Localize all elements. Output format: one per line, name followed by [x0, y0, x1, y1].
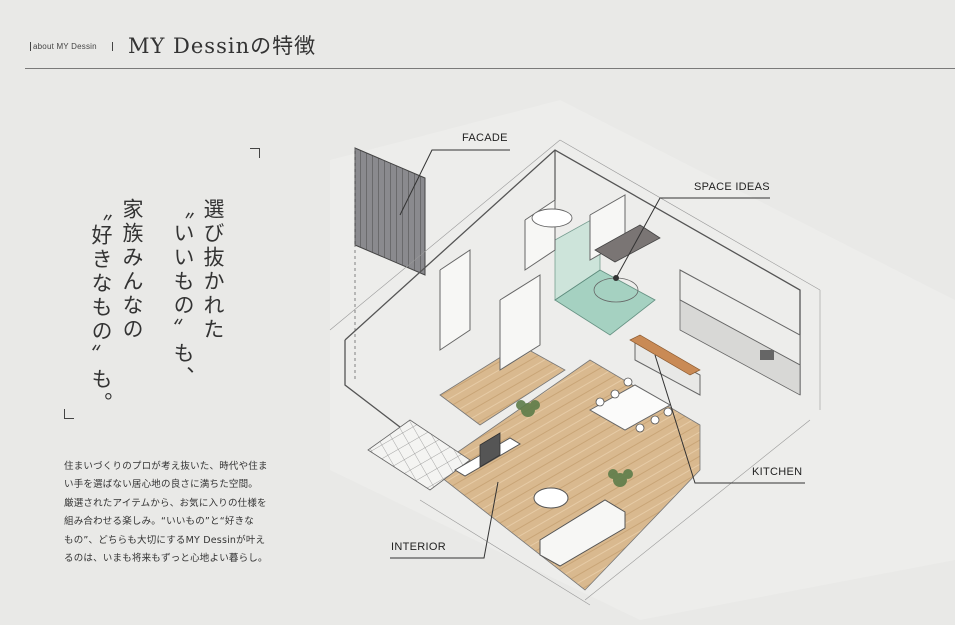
corner-bracket-top-right: [250, 148, 260, 158]
body-description: 住まいづくりのプロが考え抜いた、時代や住ま い手を選ばない居心地の良さに満ちた空…: [64, 458, 269, 568]
label-space-ideas: SPACE IDEAS: [694, 181, 770, 193]
house-sketch: [329, 100, 955, 620]
catchcopy-line-4: 〝好きなもの〟も。: [89, 200, 113, 416]
body-line: 厳選されたアイテムから、お気に入りの仕様を: [64, 497, 267, 509]
body-line: 住まいづくりのプロが考え抜いた、時代や住ま: [64, 461, 268, 472]
subtitle-bar-left: [30, 42, 31, 51]
header-divider: [25, 68, 955, 69]
catchcopy-line-1: 選び抜かれた: [201, 198, 225, 342]
isometric-house-illustration: FACADE SPACE IDEAS KITCHEN INTERIOR: [287, 95, 955, 620]
corner-bracket-bottom-left: [64, 409, 74, 419]
label-interior: INTERIOR: [391, 541, 446, 553]
label-facade: FACADE: [462, 132, 508, 144]
body-line: るのは、いまも将来もずっと心地よい暮らし。: [64, 553, 268, 565]
label-kitchen: KITCHEN: [752, 466, 803, 478]
page-header: about MY Dessin MY Dessinの特徴: [0, 0, 955, 72]
subtitle-bar-right: [112, 42, 113, 51]
page-title: MY Dessinの特徴: [128, 34, 317, 58]
body-line: 組み合わせる楽しみ。“いいもの”と“好きな: [64, 516, 254, 528]
body-line: い手を選ばない居心地の良さに満ちた空間。: [64, 479, 259, 491]
section-subtitle: about MY Dessin: [33, 42, 97, 51]
body-line: もの”、どちらも大切にするMY Dessinが叶え: [64, 534, 266, 546]
catchcopy-line-3: 家族みんなの: [120, 198, 144, 342]
catchcopy-line-2: 〝いいもの〟も、: [171, 198, 195, 390]
